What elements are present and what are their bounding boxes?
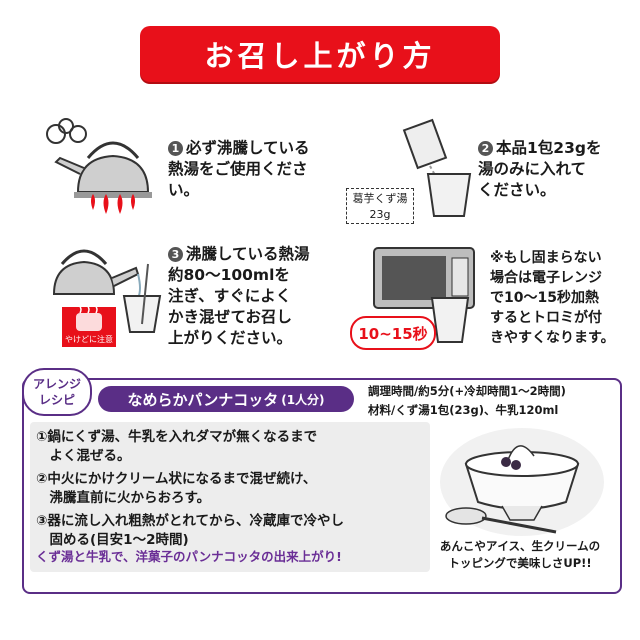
step-number-1: 1 — [168, 141, 183, 156]
heating-time-badge: 10~15秒 — [350, 316, 436, 350]
recipe-meta: 調理時間/約5分(+冷却時間1〜2時間) 材料/くず湯1包(23g)、牛乳120… — [368, 382, 566, 420]
recipe-title-bar: なめらかパンナコッタ (1人分) — [98, 386, 354, 412]
pouring-kettle-icon — [52, 249, 162, 333]
packet-and-cup-icon — [402, 118, 472, 217]
page-title: お召し上がり方 — [140, 26, 500, 82]
package-label: 葛芋くず湯 23g — [346, 188, 414, 224]
microwave-icon — [373, 247, 475, 343]
recipe-step-2: ②中火にかけクリーム状になるまで混ぜ続け、 沸騰直前に火からおろす。 — [36, 471, 317, 506]
recipe-step-3: ③器に流し入れ粗熱がとれてから、冷蔵庫で冷やし 固める(目安1〜2時間) — [36, 513, 345, 548]
recipe-step-1: ①鍋にくず湯、牛乳を入れダマが無くなるまで よく混ぜる。 — [36, 429, 318, 464]
recipe-servings: (1人分) — [281, 392, 325, 407]
step-number-2: 2 — [478, 141, 493, 156]
microwave-note: ※もし固まらない 場合は電子レンジ で10〜15秒加熱 するとトロミが付 きやす… — [490, 250, 615, 346]
recipe-ingredients: 材料/くず湯1包(23g)、牛乳120ml — [368, 403, 559, 417]
hand-hot-icon — [76, 306, 102, 331]
topping-suggestion: あんこやアイス、生クリームの トッピングで美味しさUP!! — [439, 539, 601, 570]
arrange-recipe-tag: アレンジ レシピ — [22, 368, 92, 416]
arrange-recipe-panel — [22, 378, 622, 594]
recipe-time: 調理時間/約5分(+冷却時間1〜2時間) — [368, 384, 566, 398]
recipe-name: なめらかパンナコッタ — [127, 390, 279, 409]
step-number-3: 3 — [168, 247, 183, 262]
recipe-steps: ①鍋にくず湯、牛乳を入れダマが無くなるまで よく混ぜる。 ②中火にかけクリーム状… — [30, 422, 430, 572]
caution-icon: やけどに注意 — [62, 306, 116, 347]
recipe-closing-text: くず湯と牛乳で、洋菓子のパンナコッタの出来上がり! — [36, 549, 342, 564]
kettle-on-stove-icon — [46, 118, 152, 214]
panna-cotta-icon — [440, 428, 604, 536]
